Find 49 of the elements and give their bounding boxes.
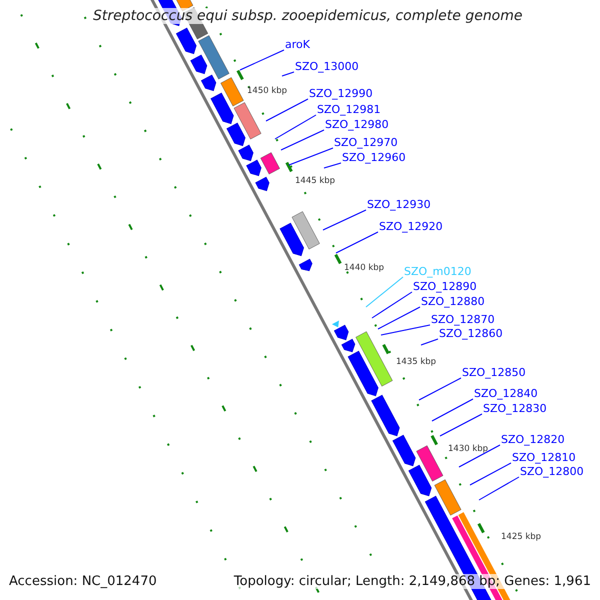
gene-label: SZO_12870 xyxy=(431,314,495,326)
leader-line xyxy=(418,378,462,400)
leader-line xyxy=(336,232,378,254)
leader-line xyxy=(324,162,342,168)
title: Streptococcus equi subsp. zooepidemicus, complete genome xyxy=(91,8,525,24)
gene-label: SZO_12810 xyxy=(512,452,576,464)
gene-label: SZO_12980 xyxy=(325,119,389,131)
leader-line xyxy=(470,462,512,486)
leader-line xyxy=(240,50,284,70)
accession-text: Accession: NC_012470 xyxy=(9,574,157,589)
gene-label: SZO_m0120 xyxy=(404,266,472,278)
gene-label: SZO_12820 xyxy=(501,434,565,446)
gene-label: SZO_12990 xyxy=(309,88,373,100)
leader-line xyxy=(322,210,366,230)
leader-line xyxy=(266,98,308,122)
leader-line xyxy=(478,476,520,500)
leader-line xyxy=(380,324,430,336)
leader-line xyxy=(420,338,438,346)
leader-line xyxy=(458,444,500,468)
leader-line xyxy=(366,276,404,308)
gene-label: SZO_12890 xyxy=(413,281,477,293)
gene-label: SZO_12840 xyxy=(474,388,538,400)
leader-line xyxy=(280,130,324,150)
leader-line xyxy=(288,148,334,166)
leader-line xyxy=(378,306,420,330)
scale-label: 1430 kbp xyxy=(448,444,488,454)
gene-label: SZO_13000 xyxy=(295,61,359,73)
scale-label: 1425 kbp xyxy=(501,532,542,542)
gene-label: aroK xyxy=(285,39,310,51)
scale-label: 1445 kbp xyxy=(295,176,336,186)
gene-label: SZO_12930 xyxy=(367,199,431,211)
gene-label: SZO_12920 xyxy=(379,221,443,233)
scale-label: 1440 kbp xyxy=(344,263,384,273)
gene-label: SZO_12970 xyxy=(334,137,398,149)
gene-label: SZO_12830 xyxy=(483,403,547,415)
gene-label: SZO_12850 xyxy=(462,367,526,379)
leader-line xyxy=(372,292,412,318)
leader-line xyxy=(282,72,294,76)
leader-line xyxy=(440,414,482,436)
genome-info-text: Topology: circular; Length: 2,149,868 bp; Genes: 1,961 xyxy=(234,574,591,589)
gene-label: SZO_12880 xyxy=(421,296,485,308)
gene-label: SZO_12860 xyxy=(439,328,503,340)
scale-label: 1435 kbp xyxy=(396,357,436,367)
scale-label: 1450 kbp xyxy=(247,86,288,96)
gene-label: SZO_12800 xyxy=(520,466,584,478)
gene-label: SZO_12960 xyxy=(342,152,406,164)
leader-line xyxy=(274,114,316,140)
leader-line xyxy=(432,398,474,422)
gene-label: SZO_12981 xyxy=(317,104,381,116)
